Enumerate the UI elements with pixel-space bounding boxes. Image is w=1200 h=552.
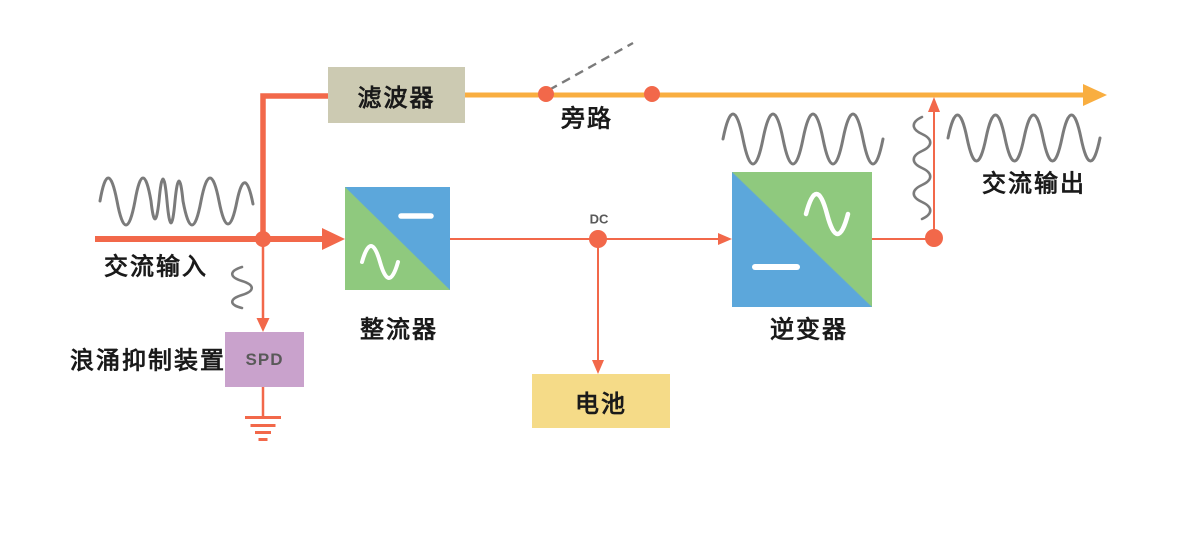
bypass-dot-right: [644, 86, 660, 102]
ac-output-label: 交流输出: [982, 170, 1086, 198]
bypass-dot-left: [538, 86, 554, 102]
inverter-arrowhead-icon: [718, 233, 732, 245]
rectifier-label: 整流器: [360, 316, 438, 344]
rectifier-arrowhead-icon: [322, 228, 345, 250]
inverter-box: [732, 172, 872, 307]
input-noisy-sine-wave-icon: [98, 176, 255, 227]
output-junction-dot: [925, 229, 943, 247]
input-junction-dot: [255, 231, 271, 247]
bypass-open-switch-dashed-line: [548, 41, 634, 92]
spd-box: SPD: [225, 332, 304, 387]
battery-arrowhead-icon: [592, 360, 604, 374]
surge-device-label: 浪涌抑制装置: [70, 347, 226, 375]
output-squiggle-icon: [912, 115, 932, 221]
inverter-output-sine-wave-icon: [721, 112, 885, 166]
spd-arrowhead-icon: [256, 318, 270, 332]
dc-label: DC: [589, 211, 609, 227]
output-sine-wave-icon: [946, 113, 1102, 163]
bypass-label: 旁路: [561, 105, 613, 133]
battery-label: 电池: [575, 390, 627, 418]
output-arrowhead-icon: [1083, 84, 1107, 106]
surge-squiggle-icon: [230, 265, 253, 310]
inverter-label: 逆变器: [770, 316, 848, 344]
ac-input-label: 交流输入: [104, 253, 208, 281]
spd-label: SPD: [245, 349, 284, 369]
bus-up-arrowhead-icon: [928, 97, 940, 112]
battery-box: 电池: [532, 374, 670, 428]
rectifier-box: [345, 187, 450, 290]
filter-label: 滤波器: [357, 84, 436, 112]
ground-icon: [245, 416, 281, 441]
filter-feed-line: [260, 93, 328, 241]
dc-junction-dot: [589, 230, 607, 248]
filter-box: 滤波器: [328, 67, 465, 123]
